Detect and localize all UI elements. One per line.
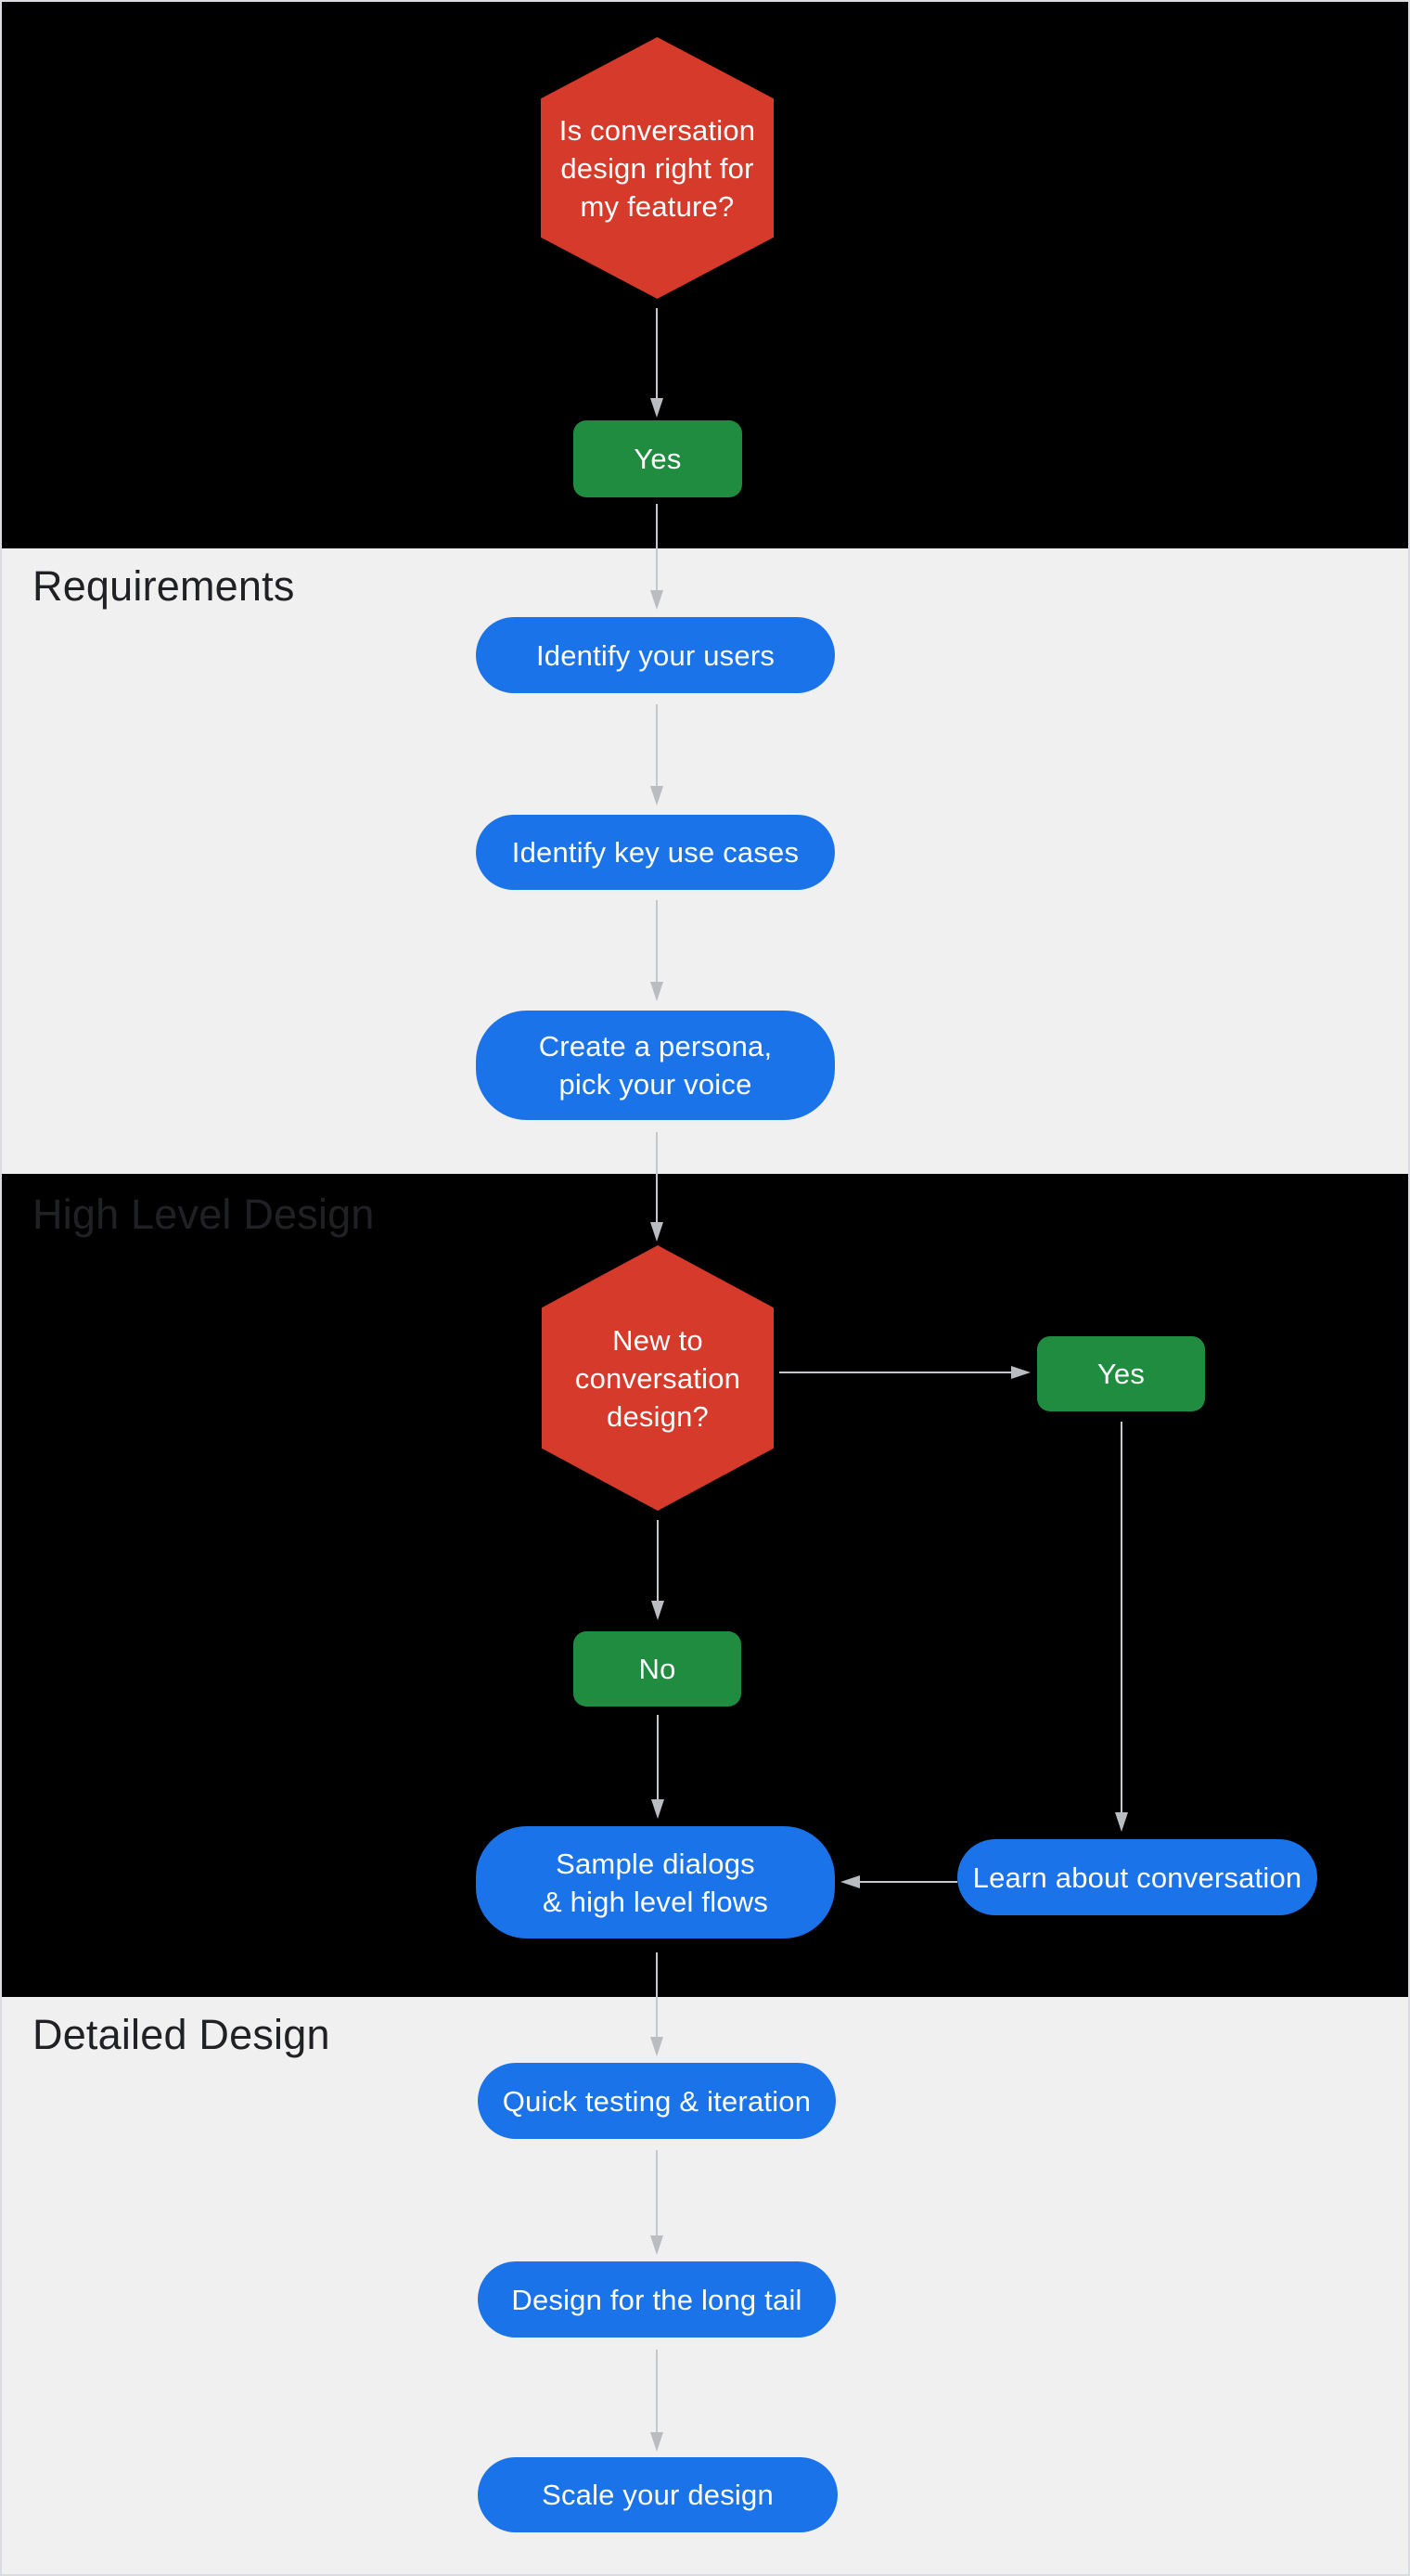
step-pill-sample-dialogs: Sample dialogs & high level flows (476, 1826, 835, 1938)
section-label-requirements: Requirements (32, 562, 295, 610)
arrow-line (656, 1132, 658, 1222)
arrowhead-down-icon (650, 2235, 663, 2255)
arrow-line (656, 900, 658, 982)
arrowhead-down-icon (650, 786, 663, 805)
arrowhead-down-icon (650, 2432, 663, 2452)
step-label: Learn about conversation (972, 1861, 1302, 1894)
step-label: Identify key use cases (511, 836, 800, 869)
decision-text-line: Is conversation (558, 113, 756, 147)
step-label: Design for the long tail (511, 2283, 802, 2316)
step-label: Scale your design (542, 2479, 774, 2511)
arrowhead-down-icon (650, 398, 663, 418)
decision-text-line: conversation (574, 1361, 741, 1395)
arrow-line (657, 1520, 659, 1601)
decision-text-line: design right for (560, 151, 754, 185)
step-label: Identify your users (535, 638, 776, 672)
section-label-detailed-design: Detailed Design (32, 2011, 330, 2058)
step-pill-create-persona: Create a persona, pick your voice (476, 1011, 835, 1120)
step-label-line: Create a persona, (538, 1030, 773, 1063)
arrowhead-down-icon (650, 590, 663, 610)
arrow-line (657, 1715, 659, 1799)
step-pill-learn-about-conversation: Learn about conversation (957, 1839, 1317, 1915)
decision-text-line: design? (607, 1399, 709, 1433)
arrowhead-down-icon (650, 2037, 663, 2056)
decision-hexagon-is-conversation-design-right: Is conversation design right for my feat… (541, 37, 774, 299)
section-label-high-level-design: High Level Design (32, 1191, 375, 1238)
arrow-line (656, 504, 658, 590)
step-label-line: pick your voice (558, 1068, 752, 1101)
arrowhead-down-icon (651, 1799, 664, 1819)
arrow-line (779, 1372, 1011, 1373)
arrow-line (1121, 1422, 1122, 1812)
step-label-line: & high level flows (542, 1885, 769, 1918)
arrow-line (860, 1881, 957, 1883)
decision-text-line: New to (612, 1323, 703, 1357)
step-pill-design-long-tail: Design for the long tail (478, 2261, 836, 2338)
arrowhead-down-icon (1115, 1812, 1128, 1832)
step-pill-identify-key-use-cases: Identify key use cases (476, 815, 835, 890)
step-label-line: Sample dialogs (556, 1847, 755, 1880)
step-label: Quick testing & iteration (502, 2084, 812, 2118)
arrow-line (656, 704, 658, 786)
arrow-line (656, 1952, 658, 2037)
step-pill-quick-testing: Quick testing & iteration (478, 2063, 836, 2139)
arrowhead-left-icon (840, 1875, 860, 1888)
decision-text-line: my feature? (580, 189, 735, 223)
outcome-button-no: No (573, 1631, 741, 1707)
outcome-label: No (638, 1653, 676, 1685)
outcome-label: Yes (1096, 1358, 1146, 1390)
arrowhead-right-icon (1011, 1366, 1031, 1379)
outcome-button-yes-right: Yes (1037, 1336, 1205, 1411)
arrow-line (656, 2150, 658, 2235)
arrowhead-down-icon (650, 982, 663, 1001)
outcome-button-yes-top: Yes (573, 420, 742, 497)
arrow-line (656, 2350, 658, 2432)
outcome-label: Yes (634, 443, 682, 475)
arrowhead-down-icon (651, 1601, 664, 1620)
arrowhead-down-icon (650, 1222, 663, 1242)
arrow-line (656, 308, 658, 398)
decision-hexagon-new-to-conversation-design: New to conversation design? (542, 1245, 774, 1511)
step-pill-identify-users: Identify your users (476, 617, 835, 693)
step-pill-scale-your-design: Scale your design (478, 2457, 838, 2532)
